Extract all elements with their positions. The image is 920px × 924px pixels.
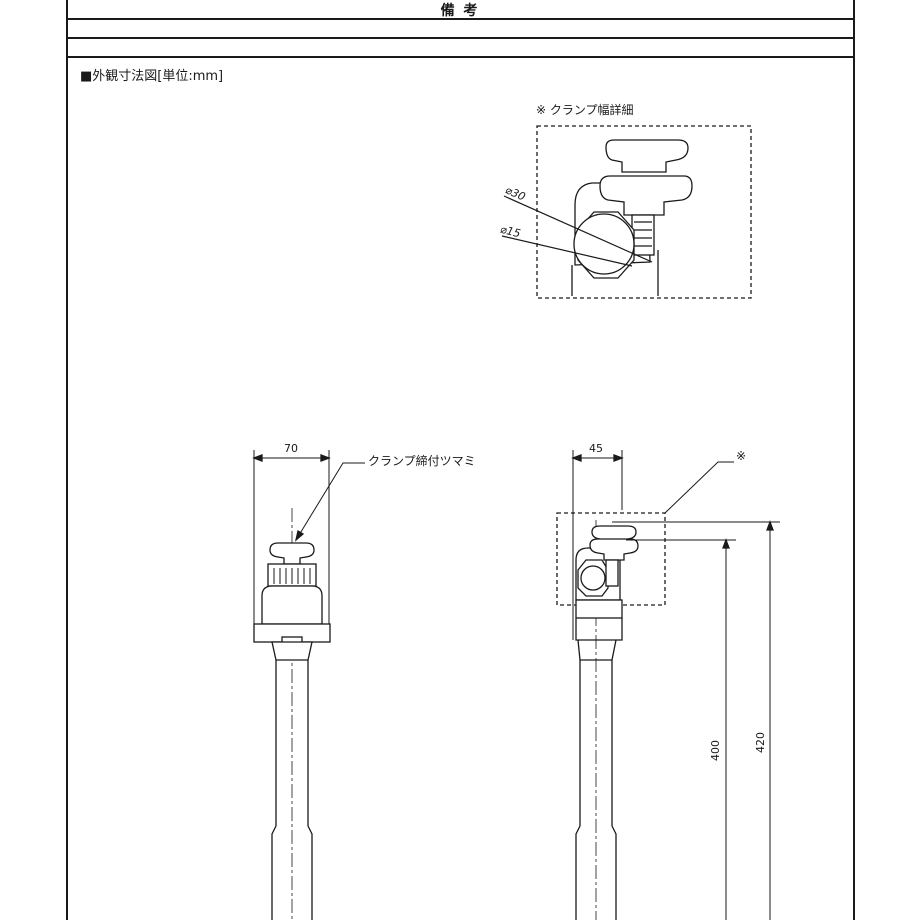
label-ref-mark: ※: [736, 449, 747, 463]
pipe-section: [573, 213, 635, 275]
label-height-400: 400: [709, 740, 722, 761]
detail-title: ※ クランプ幅詳細: [536, 103, 634, 117]
ref-leader: [664, 461, 734, 514]
threaded-shaft: [631, 214, 655, 256]
header-title: 備 考: [440, 3, 480, 19]
label-width-45: 45: [589, 442, 603, 455]
detail-frame: [536, 125, 752, 299]
label-knob: クランプ締付ツマミ: [368, 454, 476, 468]
side-view: [556, 450, 780, 920]
leader-dia-15: [501, 235, 633, 267]
label-height-420: 420: [754, 732, 767, 753]
clamp-detail-view: [501, 125, 752, 299]
front-view: [252, 450, 365, 920]
section-title: ■外観寸法図[単位:mm]: [80, 69, 224, 84]
leader-dia-30: [503, 195, 653, 263]
front-knob: [269, 542, 315, 565]
knob-leader: [295, 462, 365, 541]
front-body: [261, 585, 323, 625]
label-width-70: 70: [284, 442, 298, 455]
